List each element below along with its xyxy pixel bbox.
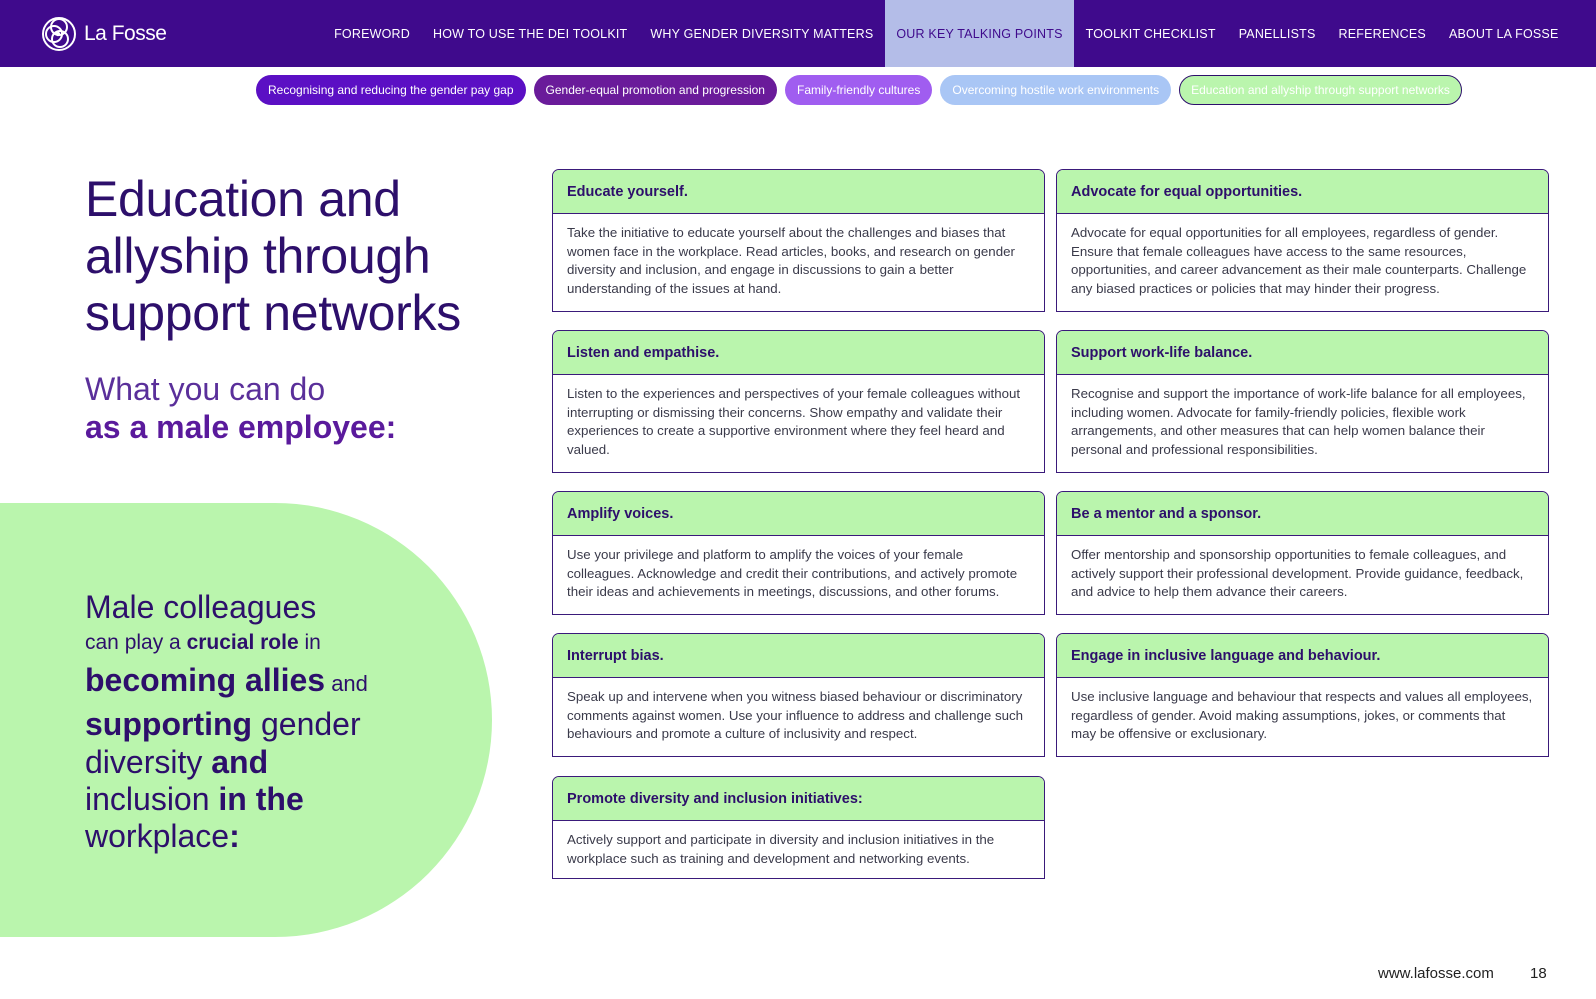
card-advocate-equal-opportunities: Advocate for equal opportunities. Advoca… [1056, 169, 1549, 312]
nav-item-how-to-use[interactable]: HOW TO USE THE DEI TOOLKIT [433, 26, 628, 41]
subtitle-line-1: What you can do [85, 371, 326, 407]
subtitle-line-2: as a male employee: [85, 409, 397, 445]
brand-logo[interactable]: La Fosse [40, 16, 167, 52]
card-title: Promote diversity and inclusion initiati… [553, 777, 1044, 821]
card-listen-empathise: Listen and empathise. Listen to the expe… [552, 330, 1045, 473]
card-body: Take the initiative to educate yourself … [567, 225, 1015, 296]
card-body: Actively support and participate in dive… [567, 832, 995, 866]
pill-family-friendly[interactable]: Family-friendly cultures [784, 75, 933, 105]
page-title: Education and allyship through support n… [85, 171, 461, 342]
card-promote-dei-initiatives: Promote diversity and inclusion initiati… [552, 776, 1045, 879]
nav-item-panellists[interactable]: PANELLISTS [1238, 26, 1316, 41]
callout-line: becoming allies and [85, 662, 368, 698]
card-educate-yourself: Educate yourself. Take the initiative to… [552, 169, 1045, 312]
nav-item-foreword[interactable]: FOREWORD [334, 26, 410, 41]
pill-education-allyship[interactable]: Education and allyship through support n… [1179, 75, 1462, 105]
nav-item-toolkit-checklist[interactable]: TOOLKIT CHECKLIST [1085, 26, 1216, 41]
card-body: Advocate for equal opportunities for all… [1071, 225, 1527, 296]
brand-name: La Fosse [84, 22, 167, 45]
nav-menu: FOREWORD HOW TO USE THE DEI TOOLKIT WHY … [323, 0, 1570, 67]
page-subtitle: What you can do as a male employee: [85, 370, 396, 446]
callout-line: diversity and [85, 744, 269, 780]
card-title: Interrupt bias. [553, 634, 1044, 678]
nav-item-references[interactable]: REFERENCES [1338, 26, 1426, 41]
title-line: Education and [85, 171, 401, 227]
pill-promotion-progression[interactable]: Gender-equal promotion and progression [533, 75, 777, 105]
card-body: Listen to the experiences and perspectiv… [567, 386, 1021, 457]
pill-hostile-environments[interactable]: Overcoming hostile work environments [940, 75, 1172, 105]
card-body: Use inclusive language and behaviour tha… [1071, 689, 1533, 742]
nav-item-key-talking-points[interactable]: OUR KEY TALKING POINTS [884, 0, 1075, 67]
card-title: Support work-life balance. [1057, 331, 1548, 375]
nav-item-why-gender-diversity[interactable]: WHY GENDER DIVERSITY MATTERS [650, 26, 874, 41]
card-body: Recognise and support the importance of … [1071, 386, 1526, 457]
callout-line: inclusion in the [85, 781, 304, 817]
card-interrupt-bias: Interrupt bias. Speak up and intervene w… [552, 633, 1045, 757]
card-support-work-life-balance: Support work-life balance. Recognise and… [1056, 330, 1549, 473]
green-callout-shape [0, 503, 492, 937]
callout-line: supporting gender [85, 706, 361, 742]
card-title: Educate yourself. [553, 170, 1044, 214]
card-body: Speak up and intervene when you witness … [567, 689, 1024, 742]
nav-item-about[interactable]: ABOUT LA FOSSE [1448, 26, 1559, 41]
card-body: Use your privilege and platform to ampli… [567, 547, 1018, 600]
page-number: 18 [1530, 965, 1547, 982]
topic-pills: Recognising and reducing the gender pay … [256, 75, 1462, 105]
card-title: Listen and empathise. [553, 331, 1044, 375]
card-mentor-sponsor: Be a mentor and a sponsor. Offer mentors… [1056, 491, 1549, 615]
top-navbar: La Fosse FOREWORD HOW TO USE THE DEI TOO… [0, 0, 1596, 67]
la-fosse-logo-icon [42, 17, 76, 51]
card-title: Engage in inclusive language and behavio… [1057, 634, 1548, 678]
callout-line: workplace: [85, 818, 240, 854]
callout-line: can play a crucial role in [85, 631, 321, 654]
card-title: Advocate for equal opportunities. [1057, 170, 1548, 214]
callout-line: Male colleagues [85, 589, 317, 625]
card-title: Be a mentor and a sponsor. [1057, 492, 1548, 536]
card-amplify-voices: Amplify voices. Use your privilege and p… [552, 491, 1045, 615]
card-title: Amplify voices. [553, 492, 1044, 536]
pill-gender-pay-gap[interactable]: Recognising and reducing the gender pay … [256, 75, 526, 105]
callout-text: Male colleagues can play a crucial role … [85, 588, 465, 855]
title-line: support networks [85, 285, 461, 341]
card-body: Offer mentorship and sponsorship opportu… [1071, 547, 1524, 600]
footer-website-link[interactable]: www.lafosse.com [1378, 965, 1494, 982]
card-inclusive-language: Engage in inclusive language and behavio… [1056, 633, 1549, 757]
title-line: allyship through [85, 228, 431, 284]
